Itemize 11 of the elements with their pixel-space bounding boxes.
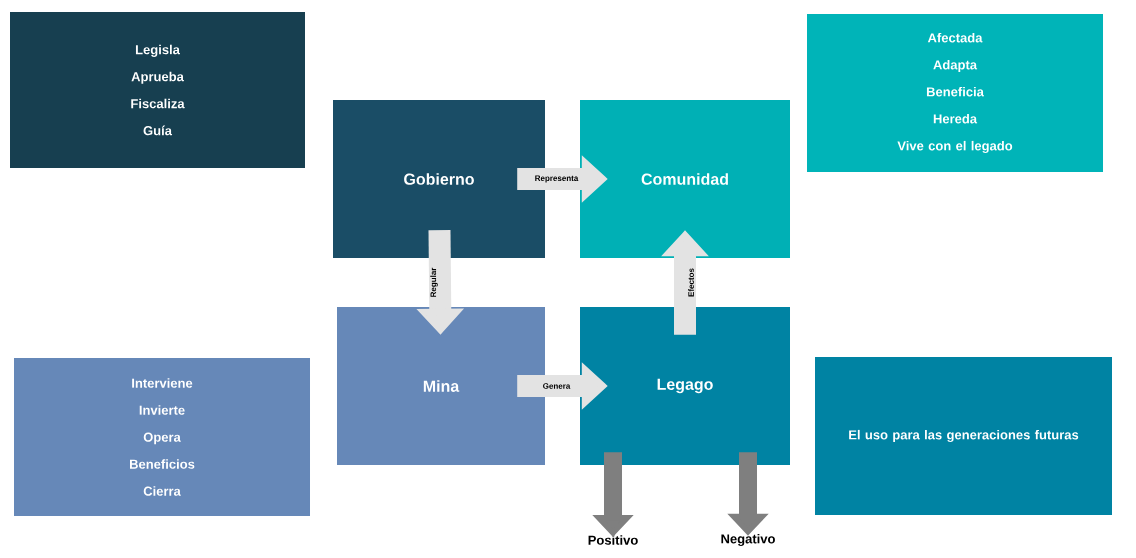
text-box: Interviene Invierte Opera Beneficios Cierra bbox=[14, 358, 310, 516]
text-box: El uso para las generaciones futuras bbox=[815, 357, 1112, 515]
outcome-label: Negativo bbox=[721, 533, 775, 547]
edge-label: Genera bbox=[543, 383, 571, 389]
edge-label: Efectos bbox=[688, 268, 694, 297]
edge-label: Regular bbox=[430, 267, 438, 297]
process-box: Comunidad bbox=[580, 100, 790, 258]
process-box: Legago bbox=[580, 307, 790, 465]
outcome-label: Positivo bbox=[588, 535, 638, 545]
text-box: Afectada Adapta Beneficia Hereda Vive con el legado bbox=[807, 14, 1103, 172]
text-box: Legisla Aprueba Fiscaliza Guía bbox=[10, 12, 305, 168]
